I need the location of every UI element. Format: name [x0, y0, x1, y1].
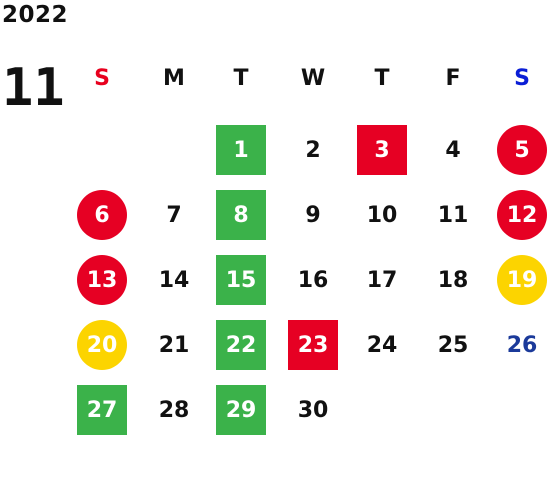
calendar-day[interactable]: 27 [77, 385, 127, 435]
year-label: 2022 [2, 2, 69, 28]
calendar-day[interactable]: 25 [437, 332, 469, 358]
calendar-day[interactable]: 6 [77, 190, 127, 240]
calendar-day[interactable]: 23 [288, 320, 338, 370]
weekday-header: F [445, 66, 461, 91]
calendar-day[interactable]: 21 [158, 332, 190, 358]
calendar-day[interactable]: 8 [216, 190, 266, 240]
calendar-day[interactable]: 22 [216, 320, 266, 370]
calendar-day[interactable]: 4 [445, 137, 461, 163]
calendar-day[interactable]: 18 [437, 267, 469, 293]
weekday-header: T [374, 66, 390, 91]
calendar-day[interactable]: 11 [437, 202, 469, 228]
calendar-day[interactable]: 14 [158, 267, 190, 293]
calendar-day[interactable]: 3 [357, 125, 407, 175]
calendar-day[interactable]: 28 [158, 397, 190, 423]
month-label: 11 [2, 58, 65, 118]
calendar-day[interactable]: 26 [506, 332, 538, 358]
calendar-day[interactable]: 9 [305, 202, 321, 228]
calendar-day[interactable]: 30 [297, 397, 329, 423]
calendar-day[interactable]: 7 [166, 202, 182, 228]
calendar-day[interactable]: 20 [77, 320, 127, 370]
calendar-day[interactable]: 29 [216, 385, 266, 435]
calendar-day[interactable]: 2 [305, 137, 321, 163]
weekday-header: S [514, 66, 530, 91]
weekday-header: M [163, 66, 185, 91]
weekday-header: S [94, 66, 110, 91]
calendar-day[interactable]: 12 [497, 190, 547, 240]
calendar-day[interactable]: 15 [216, 255, 266, 305]
calendar-day[interactable]: 13 [77, 255, 127, 305]
calendar-day[interactable]: 16 [297, 267, 329, 293]
calendar-day[interactable]: 10 [366, 202, 398, 228]
calendar-day[interactable]: 19 [497, 255, 547, 305]
weekday-header: W [300, 66, 326, 91]
calendar-day[interactable]: 5 [497, 125, 547, 175]
calendar-day[interactable]: 1 [216, 125, 266, 175]
calendar-day[interactable]: 24 [366, 332, 398, 358]
calendar-day[interactable]: 17 [366, 267, 398, 293]
weekday-header: T [233, 66, 249, 91]
